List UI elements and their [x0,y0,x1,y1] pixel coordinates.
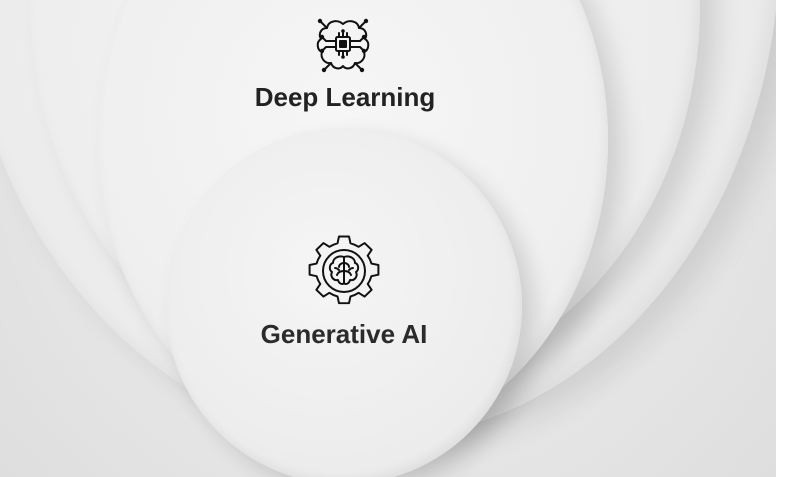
generative-ai-label: Generative AI [260,319,428,349]
gear-brain-icon [308,235,380,305]
circuit-brain-icon [316,18,370,73]
deep-learning-label: Deep Learning [254,82,436,112]
nested-circles-diagram: Deep Learning Generative AI [0,0,776,477]
